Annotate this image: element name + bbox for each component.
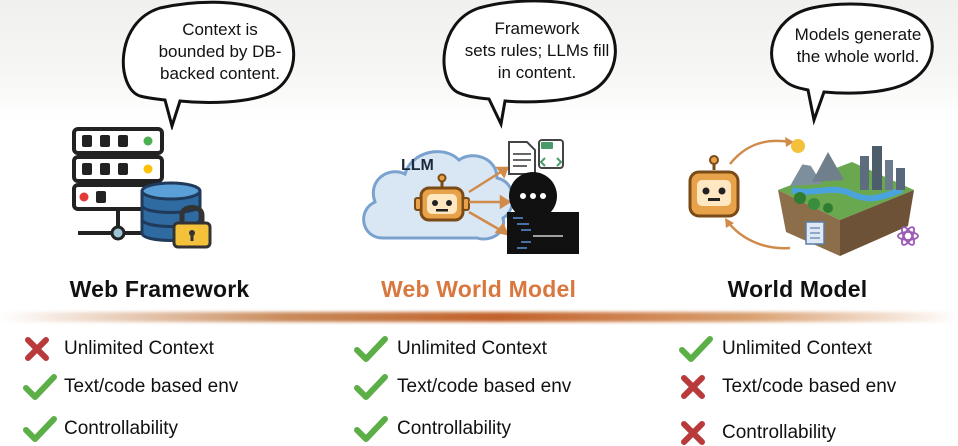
check-icon xyxy=(354,416,388,442)
check-icon xyxy=(354,374,388,400)
bubble-line: in content. xyxy=(497,63,577,82)
column-title: Web World Model xyxy=(380,276,577,302)
feature-row: Unlimited Context xyxy=(22,332,214,366)
check-icon xyxy=(354,336,388,362)
column-world-model: Models generate the whole world. xyxy=(638,0,957,446)
cross-icon xyxy=(681,421,705,445)
feature-row: Controllability xyxy=(353,412,511,446)
column-web-framework: Context is bounded by DB- backed content… xyxy=(0,0,319,446)
robot-world-cycle-icon xyxy=(688,137,919,256)
feature-label: Controllability xyxy=(722,422,837,443)
feature-row: Unlimited Context xyxy=(678,332,872,366)
server-database-lock-icon xyxy=(72,127,212,249)
feature-label: Unlimited Context xyxy=(722,338,872,359)
column-web-world-model: Framework sets rules; LLMs fill in conte… xyxy=(319,0,638,446)
bubble-line: Framework xyxy=(494,19,580,38)
feature-row: Text/code based env xyxy=(22,370,238,404)
speech-bubble xyxy=(121,0,295,130)
feature-label: Controllability xyxy=(64,418,179,439)
feature-label: Unlimited Context xyxy=(397,338,547,359)
feature-row: Controllability xyxy=(678,416,836,446)
feature-label: Text/code based env xyxy=(397,376,572,397)
bubble-line: bounded by DB- xyxy=(158,42,282,61)
bubble-text: Context is bounded by DB- backed content… xyxy=(140,16,300,88)
bubble-line: Context is xyxy=(182,20,258,39)
bubble-text: Framework sets rules; LLMs fill in conte… xyxy=(447,14,627,88)
bubble-line: the whole world. xyxy=(796,47,920,66)
bubble-line: Models generate xyxy=(794,25,922,44)
check-icon xyxy=(23,416,57,442)
cross-icon xyxy=(25,337,49,361)
check-icon xyxy=(23,374,57,400)
feature-label: Controllability xyxy=(397,418,512,439)
column-title: Web Framework xyxy=(69,276,250,302)
llm-label: LLM xyxy=(401,157,434,174)
llm-cloud-robot-icon: LLM xyxy=(362,139,579,254)
feature-label: Text/code based env xyxy=(722,376,897,397)
check-icon xyxy=(679,336,713,362)
feature-row: Unlimited Context xyxy=(353,332,547,366)
speech-bubble xyxy=(770,2,934,126)
column-title: World Model xyxy=(727,276,868,302)
bubble-text: Models generate the whole world. xyxy=(778,16,938,76)
gradient-divider xyxy=(0,312,958,322)
feature-row: Text/code based env xyxy=(678,370,896,404)
feature-row: Controllability xyxy=(22,412,178,446)
bubble-line: backed content. xyxy=(159,64,281,83)
feature-label: Unlimited Context xyxy=(64,338,214,359)
feature-label: Text/code based env xyxy=(64,376,239,397)
bubble-line: sets rules; LLMs fill xyxy=(464,41,610,60)
feature-row: Text/code based env xyxy=(353,370,571,404)
speech-bubble xyxy=(442,0,617,129)
cross-icon xyxy=(681,375,705,399)
